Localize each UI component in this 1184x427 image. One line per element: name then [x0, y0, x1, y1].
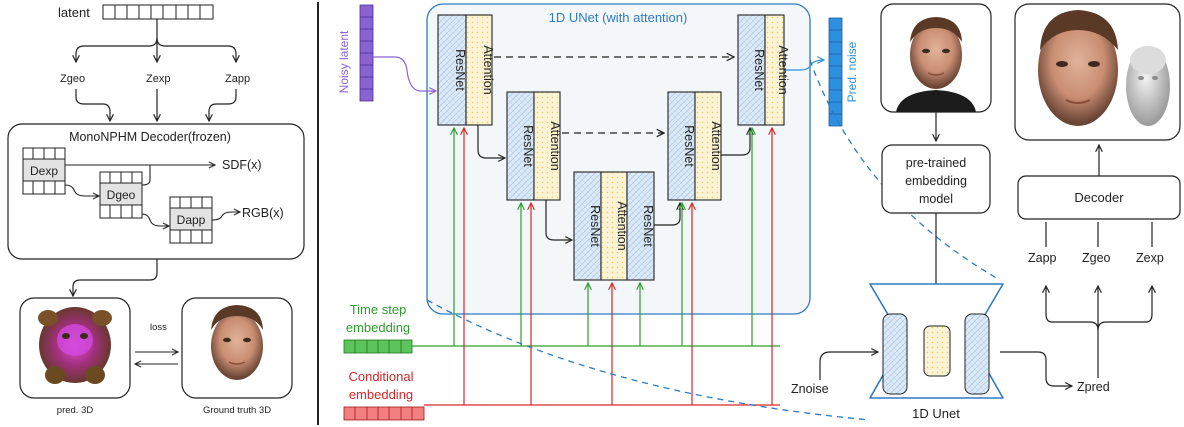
resnet-label: ResNet: [588, 205, 602, 247]
time-step-label-2: embedding: [346, 320, 410, 335]
unet-title: 1D UNet (with attention): [549, 10, 688, 25]
z-to-decoder-right-arrows: [1045, 222, 1153, 247]
attention-label: Attention: [776, 45, 790, 94]
d-geo-label: Dgeo: [107, 188, 136, 202]
decoder-to-pred-arrow: [73, 259, 158, 296]
unet-block-4: ResNet Attention: [667, 91, 723, 201]
embedding-model-line-3: model: [919, 192, 953, 206]
z-app-label: Zapp: [225, 73, 250, 85]
unet-caption: 1D Unet: [912, 406, 960, 421]
embedding-model-line-2: embedding: [905, 174, 967, 188]
z-pred-label: Zpred: [1077, 380, 1110, 394]
resnet-label: ResNet: [641, 205, 655, 247]
resnet-label: ResNet: [521, 125, 535, 167]
unet-panel: 1D UNet (with attention) Noisy latent Pr…: [337, 3, 1001, 421]
input-face-photo: [896, 17, 976, 112]
mononphm-decoder-box: [7, 123, 305, 260]
unet-to-zpred-arrow: [1000, 351, 1072, 386]
d-app-block: Dapp: [169, 196, 213, 244]
attention-label: Attention: [548, 121, 562, 170]
noisy-latent-label: Noisy latent: [337, 30, 351, 93]
time-step-label-1: Time step: [350, 302, 407, 317]
unet-box: [426, 3, 811, 315]
right-panel: pre-trained embedding model 1D Unet Znoi…: [791, 3, 1181, 421]
pred-noise-label: Pred. noise: [845, 41, 859, 102]
attention-label: Attention: [615, 201, 629, 250]
time-step-feeds: [412, 128, 780, 347]
ground-truth-caption: Ground truth 3D: [203, 405, 271, 416]
pred-3d-head-image: [38, 307, 112, 384]
conditional-embedding-vector: [343, 406, 425, 421]
attention-label: Attention: [709, 121, 723, 170]
z-noise-arrow: [819, 352, 878, 380]
ground-truth-head-image: [211, 305, 263, 380]
noisy-latent-vector: [359, 4, 374, 102]
noisy-latent-arrow: [373, 56, 436, 91]
resnet-label: ResNet: [453, 49, 467, 91]
z-exp-right-label: Zexp: [1136, 251, 1164, 265]
d-app-label: Dapp: [177, 213, 206, 227]
conditional-label-1: Conditional: [348, 369, 413, 384]
output-3d-head-image: [1038, 10, 1118, 126]
sdf-output: SDF(x): [222, 158, 262, 172]
unet-block-2: ResNet Attention: [506, 91, 562, 201]
z-noise-label: Znoise: [791, 382, 829, 396]
latent-label: latent: [58, 5, 90, 20]
z-geo-right-label: Zgeo: [1082, 251, 1111, 265]
rgb-output: RGB(x): [242, 206, 284, 220]
unet-mini-resnet-right: [964, 313, 990, 395]
loss-label: loss: [150, 322, 167, 333]
conditional-feeds: [424, 128, 780, 406]
z-exp-label: Zexp: [146, 73, 170, 85]
resnet-label: ResNet: [682, 125, 696, 167]
zpred-split-arrows: [1046, 286, 1152, 378]
decoder-internal-arrows: [64, 165, 240, 226]
skip-connections: [494, 57, 734, 133]
unet-block-3: ResNet Attention ResNet: [573, 171, 655, 281]
time-step-embedding-vector: [343, 339, 413, 354]
z-to-decoder-arrows: [75, 89, 237, 121]
d-exp-block: Dexp: [22, 147, 66, 195]
output-geometry-head-image: [1126, 46, 1170, 126]
embedding-model-line-1: pre-trained: [906, 156, 966, 170]
d-geo-block: Dgeo: [99, 171, 143, 219]
unet-mini-attention: [923, 325, 951, 377]
latent-vector: [102, 4, 214, 20]
attention-label: Attention: [481, 45, 495, 94]
unet-block-5: ResNet Attention: [737, 14, 790, 126]
d-exp-label: Dexp: [30, 164, 58, 178]
unet-block-1: ResNet Attention: [437, 14, 495, 126]
z-geo-label: Zgeo: [60, 73, 85, 85]
conditional-label-2: embedding: [349, 387, 413, 402]
pred-noise-vector: [828, 17, 843, 127]
latent-split-arrows: [76, 19, 236, 62]
resnet-label: ResNet: [752, 49, 766, 91]
unet-flow-arrows: [477, 125, 750, 240]
decoder-label: Decoder: [1074, 190, 1124, 205]
decoder-title: MonoNPHM Decoder(frozen): [69, 130, 231, 144]
unet-mini-resnet-left: [882, 313, 908, 395]
left-panel: latent Zgeo Zexp Zapp MonoNPHM Decoder(f…: [7, 4, 305, 416]
pred-3d-caption: pred. 3D: [57, 405, 94, 416]
pred-noise-arrow: [784, 60, 824, 71]
z-app-right-label: Zapp: [1028, 251, 1057, 265]
